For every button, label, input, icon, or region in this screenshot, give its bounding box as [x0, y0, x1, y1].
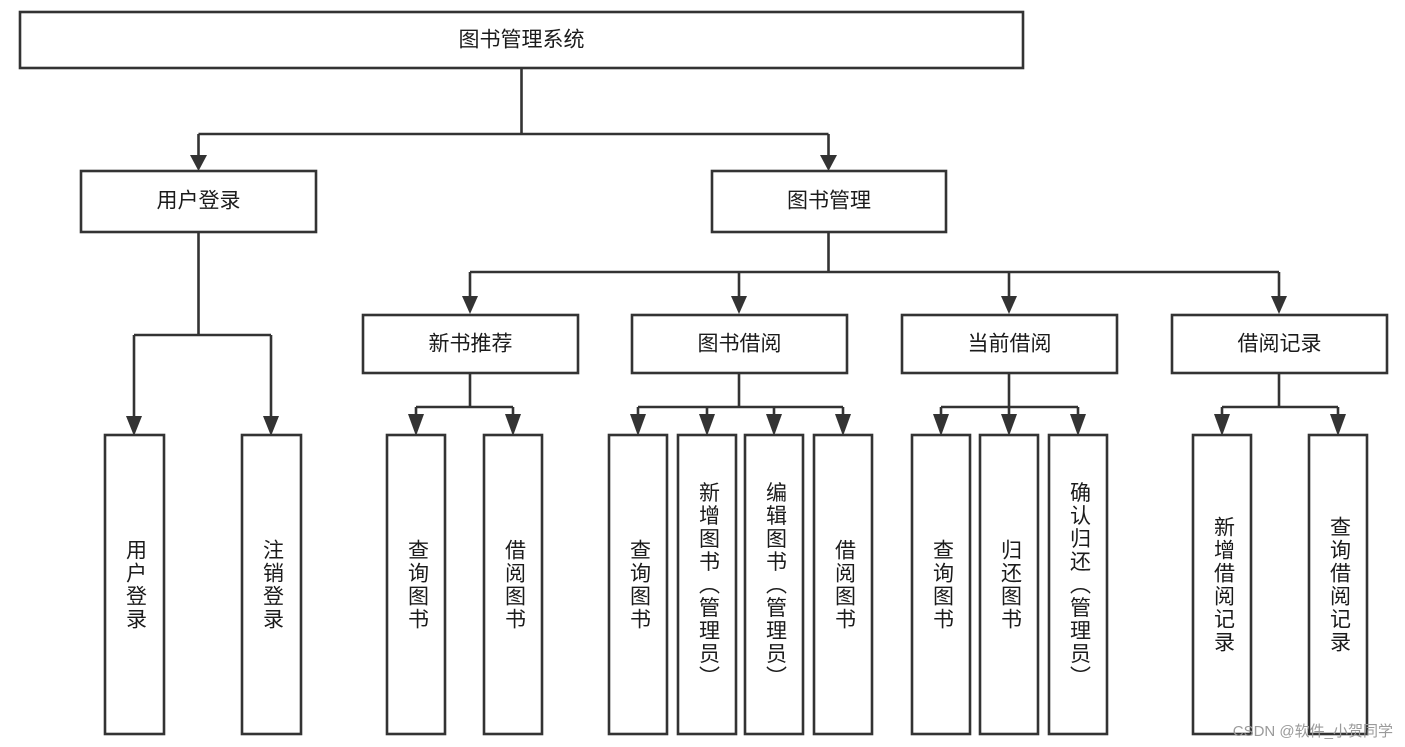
node-leaf-borrow-book-recommend-box[interactable] — [482, 433, 544, 736]
node-root-system[interactable]: 图书管理系统 — [18, 10, 1025, 70]
arrow-head-borrow-leaf1 — [630, 414, 646, 436]
arrow-head-user-login — [190, 155, 207, 171]
node-leaf-query-book-borrow[interactable]: 查询图书 — [607, 433, 669, 736]
node-current-borrow-box[interactable] — [900, 313, 1119, 375]
node-leaf-confirm-return-admin-box[interactable] — [1047, 433, 1109, 736]
node-leaf-edit-book-admin[interactable]: 编辑图书（管理员） — [743, 433, 805, 736]
node-root-box[interactable] — [18, 10, 1025, 70]
node-leaf-add-borrow-record-label: 新增借阅记录 — [1211, 516, 1235, 654]
node-book-management-box[interactable] — [710, 169, 948, 234]
node-leaf-return-book-label: 归还图书 — [998, 539, 1022, 631]
connector-layer — [126, 68, 1346, 436]
arrow-head-leaf-logout — [263, 416, 279, 436]
arrow-head-current-leaf1 — [933, 414, 949, 436]
node-leaf-logout-box[interactable] — [240, 433, 303, 736]
node-leaf-query-borrow-record-label: 查询借阅记录 — [1327, 516, 1351, 654]
node-leaf-edit-book-admin-box[interactable] — [743, 433, 805, 736]
arrow-head-records-leaf1 — [1214, 414, 1230, 436]
node-current-borrow-label: 当前借阅 — [968, 333, 1052, 356]
node-leaf-query-borrow-record[interactable]: 查询借阅记录 — [1307, 433, 1369, 736]
node-borrow-records-box[interactable] — [1170, 313, 1389, 375]
arrow-head-current-leaf3 — [1070, 414, 1086, 436]
arrow-head-records — [1271, 296, 1287, 314]
node-book-borrow[interactable]: 图书借阅 — [630, 313, 849, 375]
node-leaf-logout-label: 注销登录 — [260, 539, 284, 631]
arrow-head-borrow-leaf3 — [766, 414, 782, 436]
node-leaf-edit-book-admin-label: 编辑图书（管理员） — [763, 482, 787, 689]
node-book-borrow-label: 图书借阅 — [698, 333, 782, 356]
arrow-head-borrow — [731, 296, 747, 314]
node-leaf-return-book-box[interactable] — [978, 433, 1040, 736]
node-leaf-logout[interactable]: 注销登录 — [240, 433, 303, 736]
node-leaf-borrow-book-label: 借阅图书 — [832, 539, 856, 631]
node-root-label: 图书管理系统 — [459, 29, 585, 52]
node-leaf-borrow-book-box[interactable] — [812, 433, 874, 736]
node-leaf-query-book-current-box[interactable] — [910, 433, 972, 736]
node-leaf-return-book[interactable]: 归还图书 — [978, 433, 1040, 736]
arrow-head-book-mgmt — [820, 155, 837, 171]
node-leaf-add-borrow-record-box[interactable] — [1191, 433, 1253, 736]
node-leaf-borrow-book-recommend-label: 借阅图书 — [502, 539, 526, 631]
node-leaf-query-book-recommend-box[interactable] — [385, 433, 447, 736]
node-user-login[interactable]: 用户登录 — [79, 169, 318, 234]
arrow-head-leaf-user-login — [126, 416, 142, 436]
node-leaf-query-book-recommend[interactable]: 查询图书 — [385, 433, 447, 736]
arrow-head-records-leaf2 — [1330, 414, 1346, 436]
node-leaf-confirm-return-admin[interactable]: 确认归还（管理员） — [1047, 433, 1109, 736]
node-borrow-records[interactable]: 借阅记录 — [1170, 313, 1389, 375]
node-leaf-add-book-admin[interactable]: 新增图书（管理员） — [676, 433, 738, 736]
arrow-head-current — [1001, 296, 1017, 314]
arrow-head-borrow-leaf4 — [835, 414, 851, 436]
node-leaf-confirm-return-admin-label: 确认归还（管理员） — [1067, 482, 1091, 689]
node-leaf-borrow-book[interactable]: 借阅图书 — [812, 433, 874, 736]
node-borrow-records-label: 借阅记录 — [1238, 333, 1322, 356]
arrow-head-newbook-leaf1 — [408, 414, 424, 436]
node-book-management[interactable]: 图书管理 — [710, 169, 948, 234]
node-leaf-query-borrow-record-box[interactable] — [1307, 433, 1369, 736]
node-leaf-user-login[interactable]: 用户登录 — [103, 433, 166, 736]
csdn-watermark: CSDN @软件_小贺同学 — [1232, 723, 1393, 740]
node-leaf-query-book-recommend-label: 查询图书 — [405, 539, 429, 631]
node-new-book-recommend-box[interactable] — [361, 313, 580, 375]
node-leaf-add-book-admin-label: 新增图书（管理员） — [696, 482, 720, 689]
node-new-book-recommend-label: 新书推荐 — [429, 333, 513, 356]
node-leaf-user-login-box[interactable] — [103, 433, 166, 736]
arrow-head-borrow-leaf2 — [699, 414, 715, 436]
node-book-borrow-box[interactable] — [630, 313, 849, 375]
node-leaf-user-login-label: 用户登录 — [123, 539, 147, 631]
node-leaf-query-book-current-label: 查询图书 — [930, 539, 954, 631]
node-new-book-recommend[interactable]: 新书推荐 — [361, 313, 580, 375]
node-leaf-query-book-borrow-label: 查询图书 — [627, 539, 651, 631]
arrow-head-current-leaf2 — [1001, 414, 1017, 436]
arrow-head-newbook — [462, 296, 478, 314]
node-user-login-box[interactable] — [79, 169, 318, 234]
node-book-management-label: 图书管理 — [787, 190, 871, 213]
node-user-login-label: 用户登录 — [157, 190, 241, 213]
node-leaf-add-book-admin-box[interactable] — [676, 433, 738, 736]
node-leaf-borrow-book-recommend[interactable]: 借阅图书 — [482, 433, 544, 736]
node-leaf-query-book-current[interactable]: 查询图书 — [910, 433, 972, 736]
node-leaf-add-borrow-record[interactable]: 新增借阅记录 — [1191, 433, 1253, 736]
node-current-borrow[interactable]: 当前借阅 — [900, 313, 1119, 375]
node-leaf-query-book-borrow-box[interactable] — [607, 433, 669, 736]
arrow-head-newbook-leaf2 — [505, 414, 521, 436]
